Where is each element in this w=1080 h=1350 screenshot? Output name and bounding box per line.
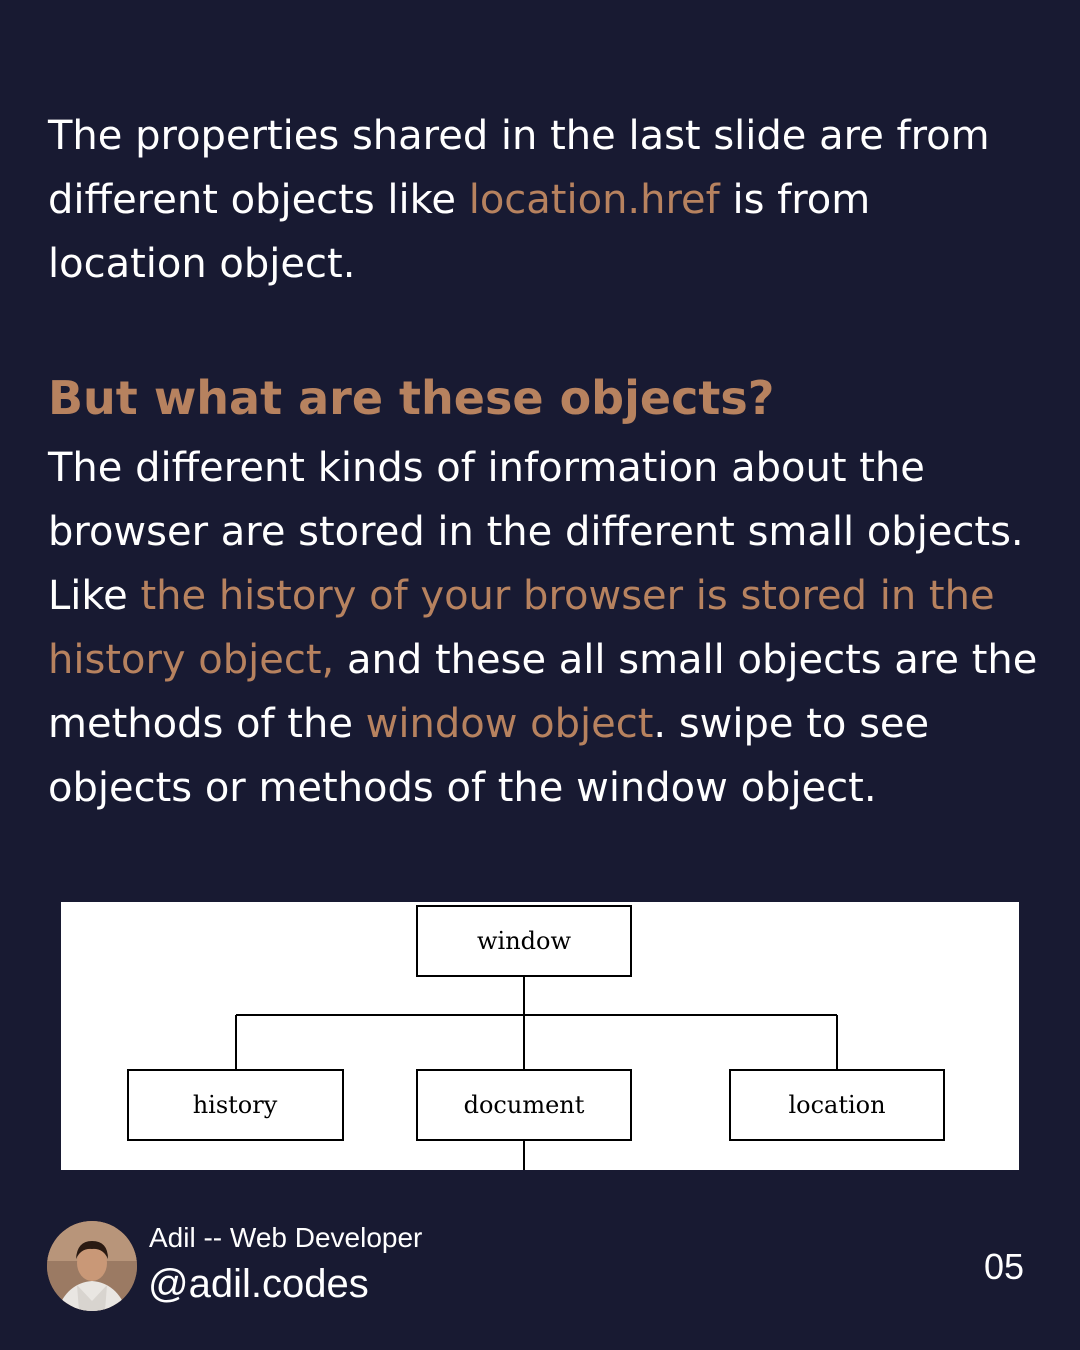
intro-text-1: The properties shared in the last slide … bbox=[48, 113, 990, 223]
node-document-box bbox=[416, 1069, 632, 1141]
node-document: document bbox=[416, 1069, 632, 1141]
author-handle: @adil.codes bbox=[148, 1262, 369, 1306]
node-window-label: window bbox=[477, 927, 571, 955]
node-window-box bbox=[416, 905, 632, 977]
author-name: Adil -- Web Developer bbox=[149, 1222, 423, 1253]
node-history-box bbox=[127, 1069, 344, 1141]
intro-highlight: location.href bbox=[468, 177, 720, 223]
body-highlight-2: window object bbox=[365, 701, 654, 747]
diagram-svg: window history document location bbox=[127, 905, 945, 1170]
avatar-image bbox=[47, 1221, 137, 1311]
node-history: history bbox=[127, 1069, 344, 1141]
body-paragraph: The different kinds of information about… bbox=[48, 436, 1038, 820]
node-location-label: location bbox=[788, 1091, 885, 1119]
avatar bbox=[47, 1221, 137, 1311]
node-document-label: document bbox=[464, 1091, 585, 1119]
node-location-box bbox=[729, 1069, 945, 1141]
body-text-2: and these all small objects are the meth… bbox=[48, 637, 1038, 747]
page-number: 05 bbox=[983, 1246, 1024, 1287]
intro-text-2: is from location object. bbox=[48, 177, 871, 287]
node-location: location bbox=[729, 1069, 945, 1141]
body-text-3: . swipe to see objects or methods of the… bbox=[48, 701, 930, 811]
node-window: window bbox=[416, 905, 632, 977]
body-text-1: The different kinds of information about… bbox=[48, 445, 1024, 619]
node-history-label: history bbox=[193, 1091, 278, 1119]
window-object-diagram: window history document location bbox=[61, 902, 1019, 1170]
section-heading: But what are these objects? bbox=[48, 371, 775, 425]
body-highlight-1: the history of your browser is stored in… bbox=[48, 573, 995, 683]
intro-paragraph: The properties shared in the last slide … bbox=[48, 104, 1038, 296]
